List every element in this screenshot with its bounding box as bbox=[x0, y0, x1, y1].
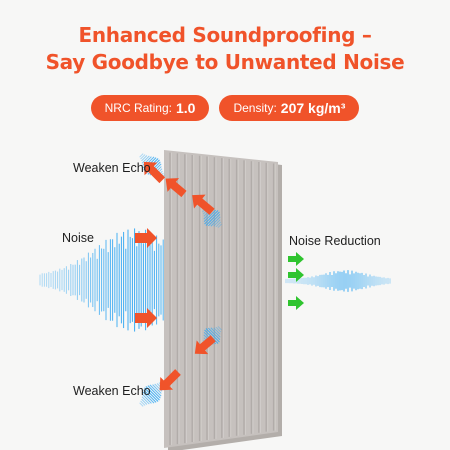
reduced-arrow-icon bbox=[288, 252, 304, 266]
echo-arrow-icon bbox=[143, 161, 166, 184]
weaken-echo-label-top: Weaken Echo bbox=[73, 161, 151, 175]
echo-arrow-icon bbox=[159, 369, 181, 391]
density-label: Density: bbox=[233, 101, 277, 115]
reduced-sound-wave bbox=[285, 270, 391, 292]
incoming-arrow-icon bbox=[135, 228, 157, 248]
nrc-rating-value: 1.0 bbox=[175, 100, 196, 116]
noise-reduction-label: Noise Reduction bbox=[289, 234, 381, 248]
density-value: 207 kg/m³ bbox=[280, 100, 346, 116]
headline: Enhanced Soundproofing – Say Goodbye to … bbox=[0, 22, 450, 76]
reduced-arrow-icon bbox=[288, 296, 304, 310]
weaken-echo-label-bottom: Weaken Echo bbox=[73, 384, 151, 398]
reflected-arrow-icon bbox=[165, 178, 187, 198]
reflected-arrow-icon bbox=[194, 335, 216, 355]
spec-badges: NRC Rating: 1.0 Density: 207 kg/m³ bbox=[0, 95, 450, 121]
headline-line-2: Say Goodbye to Unwanted Noise bbox=[45, 50, 405, 74]
density-badge: Density: 207 kg/m³ bbox=[219, 95, 360, 121]
reduced-arrow-icon bbox=[288, 268, 304, 282]
echo-arrow-icon bbox=[192, 194, 215, 215]
incoming-arrow-icon bbox=[135, 308, 157, 328]
nrc-rating-badge: NRC Rating: 1.0 bbox=[90, 95, 210, 121]
noise-label: Noise bbox=[62, 231, 94, 245]
panel-grooves bbox=[169, 152, 276, 446]
headline-line-1: Enhanced Soundproofing – bbox=[78, 23, 372, 47]
nrc-rating-label: NRC Rating: bbox=[104, 101, 172, 115]
